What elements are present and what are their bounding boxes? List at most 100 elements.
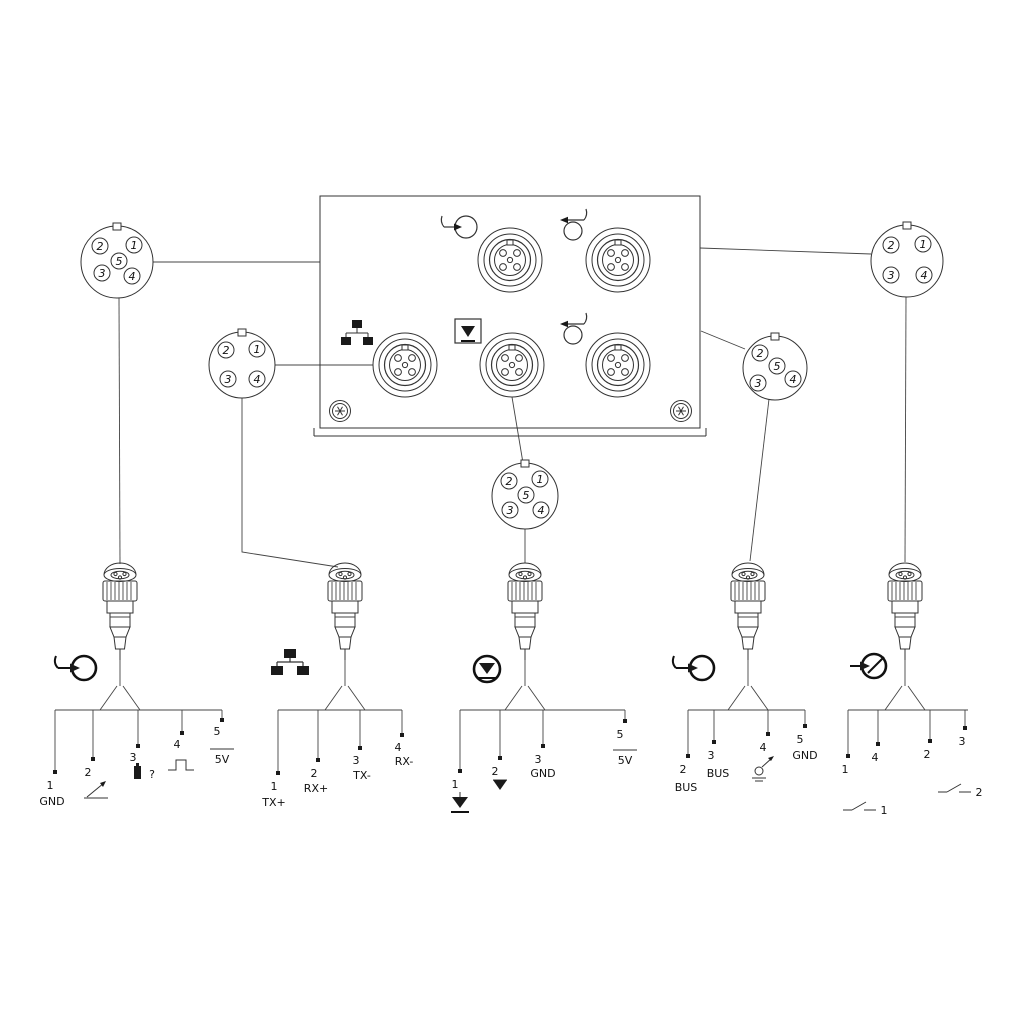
terminal [136,744,140,748]
wire-pin-number: 2 [85,766,92,779]
chassis-ground-icon [493,779,507,790]
m12-plug [507,562,543,661]
pin-number: 2 [757,347,764,360]
terminal [541,744,545,748]
terminal [91,757,95,761]
terminal [876,742,880,746]
cable-power: 1 2 3 5 GND 5V [451,562,637,813]
terminal [766,732,770,736]
pulse-signal-icon [168,759,194,771]
wire-pin-number: 4 [174,738,181,751]
pinout-left: 2 1 5 3 4 [80,222,154,299]
pin-number: 3 [755,377,762,390]
bus-arrow-top-icon [560,208,588,241]
wire-pin-number: 4 [872,751,879,764]
terminal [220,718,224,722]
txp-label: TX+ [261,796,285,809]
pin: 1 [125,236,143,254]
pin-number: 3 [888,269,895,282]
pinout-mid-left: 2 1 3 4 [208,328,276,399]
bus-arrow-bottom-icon [560,312,588,345]
pin-number: 1 [537,473,544,486]
terminal [276,771,280,775]
switch-1-label: 1 [881,804,888,817]
bus-label: BUS [675,781,698,794]
level-sensor-port-icon [454,318,482,344]
pin: 2 [882,236,900,254]
switch-contact-1-icon [843,801,876,811]
wire-pin-number: 2 [680,763,687,776]
earth-ground-icon [451,792,469,813]
analog-io-icon [53,654,98,682]
pin-number: 5 [523,489,530,502]
pin: 4 [248,370,266,388]
pin: 5 [517,486,535,504]
pin: 3 [501,501,519,519]
key-notch [770,332,780,341]
pin: 2 [217,341,235,359]
pin-number: 4 [790,373,797,386]
m12-port-top-right [585,227,651,293]
pin-number: 2 [888,239,895,252]
txm-label: TX- [352,769,371,782]
pin-number: 5 [116,255,123,268]
pin-number: 3 [225,373,232,386]
pinout-mid-right: 2 5 3 4 [742,332,808,401]
rxm-label: RX- [395,755,414,768]
m12-plug [102,562,138,661]
wire-pin-number: 5 [797,733,804,746]
terminal [358,746,362,750]
pin: 1 [248,340,266,358]
key-notch [520,459,530,468]
wire-pin-number: 1 [842,763,849,776]
gnd-label: GND [792,749,817,762]
wire-pin-number: 1 [271,780,278,793]
m12-port-bus [585,332,651,398]
screw-left-icon [329,400,351,422]
pin-number: 2 [223,344,230,357]
pin: 4 [915,266,933,284]
terminal [623,719,627,723]
input-arrow-icon [440,215,478,239]
question-label: ? [149,768,155,781]
pinout-center: 2 1 5 3 4 [491,459,559,530]
cable-io: 1 2 3 4 5 GND ? 5V [39,562,234,808]
wire-pin-number: 3 [535,753,542,766]
pin: 4 [784,370,802,388]
device-box [313,195,707,437]
wire-pin-number: 5 [617,728,624,741]
ethernet-icon [271,649,309,675]
sensor-adjust-icon [752,756,774,782]
cable-bus: 2 3 4 5 BUS BUS GND [671,562,818,794]
m12-plug [327,562,363,661]
wire-pin-number: 3 [708,749,715,762]
cable-switch: 1 4 2 3 1 2 [842,562,983,817]
terminal [316,758,320,762]
key-notch [902,221,912,230]
terminal [400,733,404,737]
gnd-label: GND [39,795,64,808]
switch-contact-2-icon [938,783,971,793]
pin: 2 [500,472,518,490]
m12-plug [730,562,766,661]
wire-pin-number: 2 [492,765,499,778]
pin-number: 2 [506,475,513,488]
wire-pin-number: 2 [311,767,318,780]
ramp-signal-icon [84,781,108,799]
rxp-label: RX+ [304,782,328,795]
wire-pin-number: 3 [353,754,360,767]
pin: 2 [91,237,109,255]
cable-ethernet: 1 2 3 4 TX+ RX+ TX- RX- [261,562,414,809]
bus-label: BUS [707,767,730,780]
terminal [686,754,690,758]
terminal [963,726,967,730]
m12-port-top-left [477,227,543,293]
terminal [928,739,932,743]
pin: 3 [749,374,767,392]
wire-pin-number: 4 [395,741,402,754]
pin: 2 [751,344,769,362]
pin: 4 [123,267,141,285]
terminal [180,731,184,735]
m12-plug [887,562,923,661]
terminal [458,769,462,773]
